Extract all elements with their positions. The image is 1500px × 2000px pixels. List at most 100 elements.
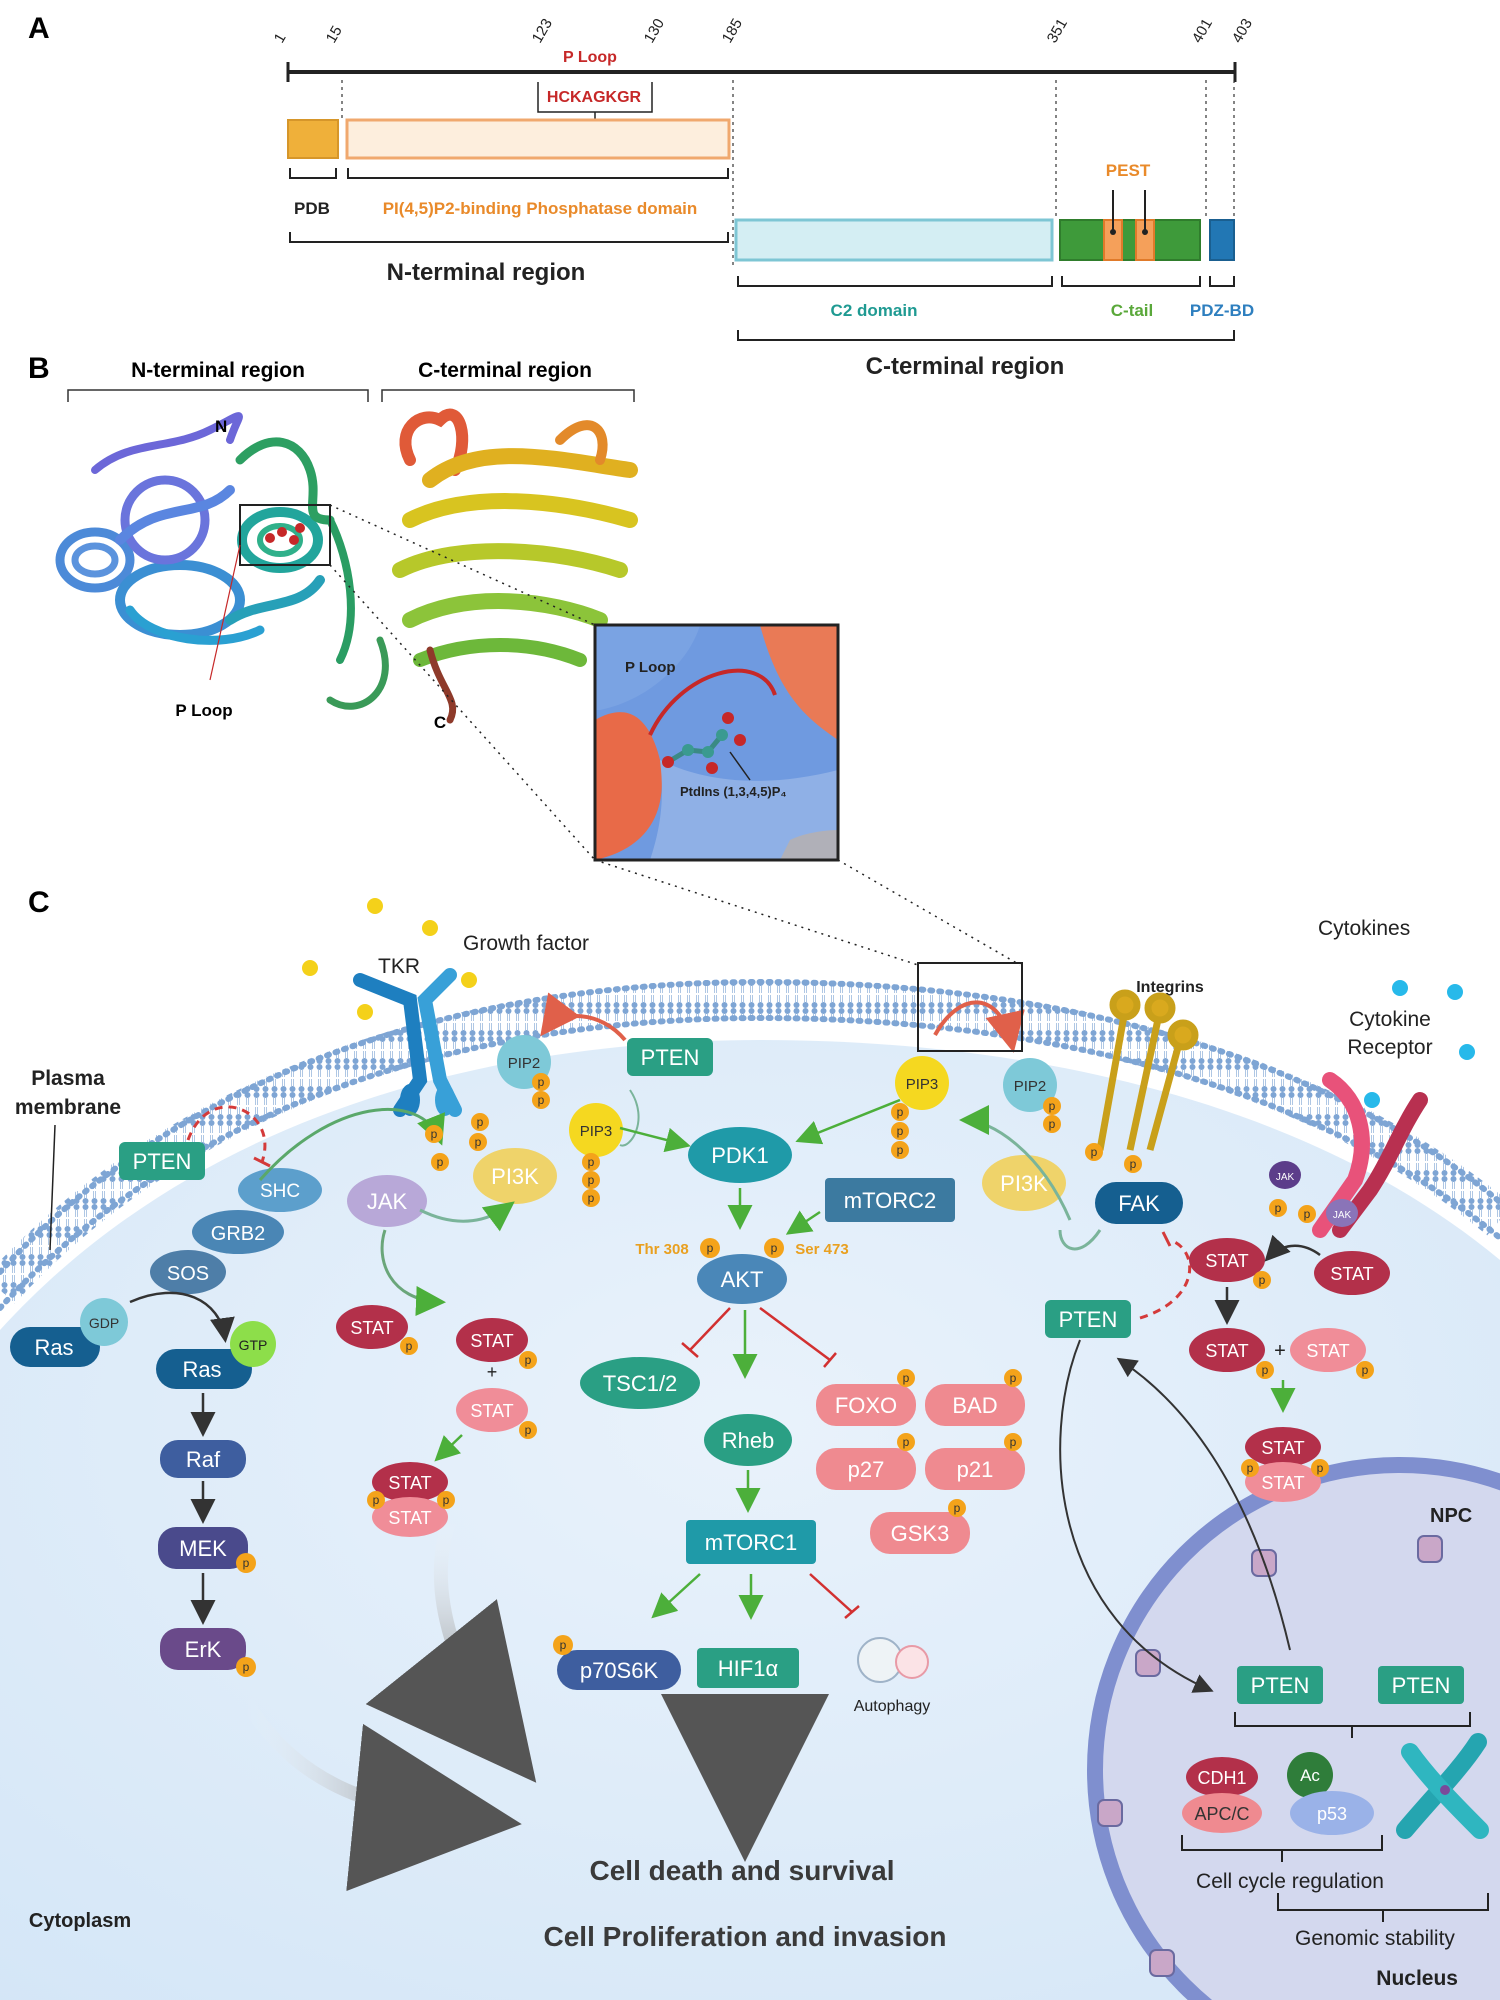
pten-node-fak: PTEN	[1045, 1300, 1131, 1338]
stat-node-4: STAT	[1189, 1238, 1265, 1282]
svg-text:STAT: STAT	[470, 1331, 513, 1351]
jak-node-right-2: JAK	[1326, 1199, 1358, 1227]
grb2-node: GRB2	[192, 1210, 284, 1254]
pi3k-node-left: PI3K	[473, 1148, 557, 1204]
stat-node-3: STAT	[456, 1388, 528, 1432]
binding-site-inset: P Loop PtdIns (1,3,4,5)P₄	[593, 623, 840, 862]
ligand-spheres	[265, 523, 305, 545]
growth-factor-ligands	[302, 898, 477, 1020]
svg-text:Ras: Ras	[34, 1335, 73, 1360]
svg-text:AKT: AKT	[721, 1267, 764, 1292]
position-labels: 1 15 123 130 185 351 401 403	[271, 16, 1256, 46]
hif1a-node: HIF1α	[697, 1648, 799, 1688]
c-tail-domain	[1059, 219, 1201, 261]
svg-text:mTORC1: mTORC1	[705, 1530, 798, 1555]
svg-text:JAK: JAK	[1276, 1172, 1295, 1183]
svg-text:STAT: STAT	[1330, 1264, 1373, 1284]
svg-text:GRB2: GRB2	[211, 1223, 265, 1245]
autophagy-icon	[857, 1637, 929, 1683]
svg-text:PTEN: PTEN	[641, 1045, 700, 1070]
svg-text:p: p	[588, 1155, 595, 1169]
svg-text:PTEN: PTEN	[133, 1149, 192, 1174]
svg-text:p: p	[431, 1127, 438, 1141]
svg-text:p: p	[1130, 1157, 1137, 1171]
cytokine-ligands	[1364, 980, 1475, 1108]
n-terminal-structure	[55, 412, 355, 664]
inset-p-loop-label: P Loop	[625, 659, 676, 676]
n-terminus-label: N	[215, 417, 227, 436]
mtorc2-node: mTORC2	[825, 1178, 955, 1222]
svg-text:Raf: Raf	[186, 1447, 221, 1472]
mek-node: MEK	[158, 1527, 248, 1569]
cytokines-label: Cytokines	[1318, 917, 1410, 940]
svg-text:APC/C: APC/C	[1194, 1804, 1249, 1824]
pos-401: 401	[1189, 16, 1216, 46]
npc-label: NPC	[1430, 1505, 1472, 1527]
svg-text:p: p	[406, 1339, 413, 1353]
ac-node: Ac	[1287, 1752, 1333, 1798]
svg-text:p21: p21	[957, 1457, 994, 1482]
svg-text:p: p	[1049, 1117, 1056, 1131]
fak-node: FAK	[1095, 1182, 1183, 1224]
rheb-node: Rheb	[704, 1414, 792, 1466]
p-loop-structure-label: P Loop	[175, 701, 232, 720]
stat-dimer-1: STAT STAT	[372, 1462, 448, 1537]
autophagy-label: Autophagy	[854, 1698, 931, 1715]
pten-node-nuclear-2: PTEN	[1378, 1666, 1464, 1704]
bad-node: BAD	[925, 1384, 1025, 1426]
pten-node-nuclear-1: PTEN	[1237, 1666, 1323, 1704]
pest-label: PEST	[1106, 161, 1151, 180]
ligand-zoom-box	[239, 504, 331, 566]
svg-text:p: p	[897, 1124, 904, 1138]
svg-text:ErK: ErK	[185, 1637, 222, 1662]
svg-text:GDP: GDP	[89, 1315, 119, 1331]
gdp-badge: GDP	[80, 1298, 128, 1346]
phosphate-markers: p p p p p p p p p p p p p p p p p p p p …	[236, 1073, 1374, 1677]
svg-text:p: p	[443, 1493, 450, 1507]
svg-text:JAK: JAK	[367, 1189, 408, 1214]
c-terminal-structure	[326, 408, 638, 724]
p70s6k-node: p70S6K	[557, 1650, 681, 1690]
pos-1: 1	[271, 30, 290, 46]
svg-text:PIP3: PIP3	[580, 1123, 613, 1140]
pip3-node-left: PIP3	[569, 1103, 623, 1157]
panel-label-b: B	[28, 352, 50, 385]
svg-text:STAT: STAT	[1205, 1251, 1248, 1271]
svg-text:FAK: FAK	[1118, 1191, 1160, 1216]
pdzbd-label: PDZ-BD	[1190, 301, 1254, 320]
panel-c: C Growth factor TKR Cytokines Cytokine R…	[0, 886, 1500, 2000]
svg-text:PI3K: PI3K	[491, 1164, 539, 1189]
svg-text:STAT: STAT	[388, 1508, 431, 1528]
svg-text:p: p	[1317, 1461, 1324, 1475]
svg-text:p: p	[588, 1191, 595, 1205]
ser473-label: Ser 473	[795, 1241, 848, 1258]
svg-text:mTORC2: mTORC2	[844, 1188, 937, 1213]
svg-text:MEK: MEK	[179, 1536, 227, 1561]
svg-text:SOS: SOS	[167, 1263, 209, 1285]
cytokine-receptor-label-2: Receptor	[1347, 1036, 1432, 1059]
nucleus	[1087, 1457, 1500, 2000]
p-loop-label: P Loop	[563, 49, 617, 66]
ctail-label: C-tail	[1111, 301, 1154, 320]
svg-text:p: p	[538, 1075, 545, 1089]
svg-text:STAT: STAT	[470, 1401, 513, 1421]
svg-text:STAT: STAT	[1261, 1473, 1304, 1493]
panel-label-c: C	[28, 886, 50, 919]
svg-text:PTEN: PTEN	[1059, 1307, 1118, 1332]
cytokine-receptor-label-1: Cytokine	[1349, 1008, 1431, 1031]
svg-text:p: p	[560, 1638, 567, 1652]
svg-text:PIP3: PIP3	[906, 1076, 939, 1093]
svg-text:p: p	[525, 1423, 532, 1437]
chromosome-icon	[1396, 1733, 1489, 1839]
svg-text:p70S6K: p70S6K	[580, 1658, 659, 1683]
svg-text:p: p	[525, 1353, 532, 1367]
svg-text:p: p	[538, 1093, 545, 1107]
integrins	[1096, 989, 1199, 1151]
thr308-label: Thr 308	[635, 1241, 688, 1258]
svg-text:p53: p53	[1317, 1804, 1347, 1824]
pos-185: 185	[719, 16, 746, 46]
svg-text:TSC1/2: TSC1/2	[603, 1371, 678, 1396]
pdk1-node: PDK1	[688, 1127, 792, 1183]
phosphatase-label: PI(4,5)P2-binding Phosphatase domain	[383, 199, 698, 218]
